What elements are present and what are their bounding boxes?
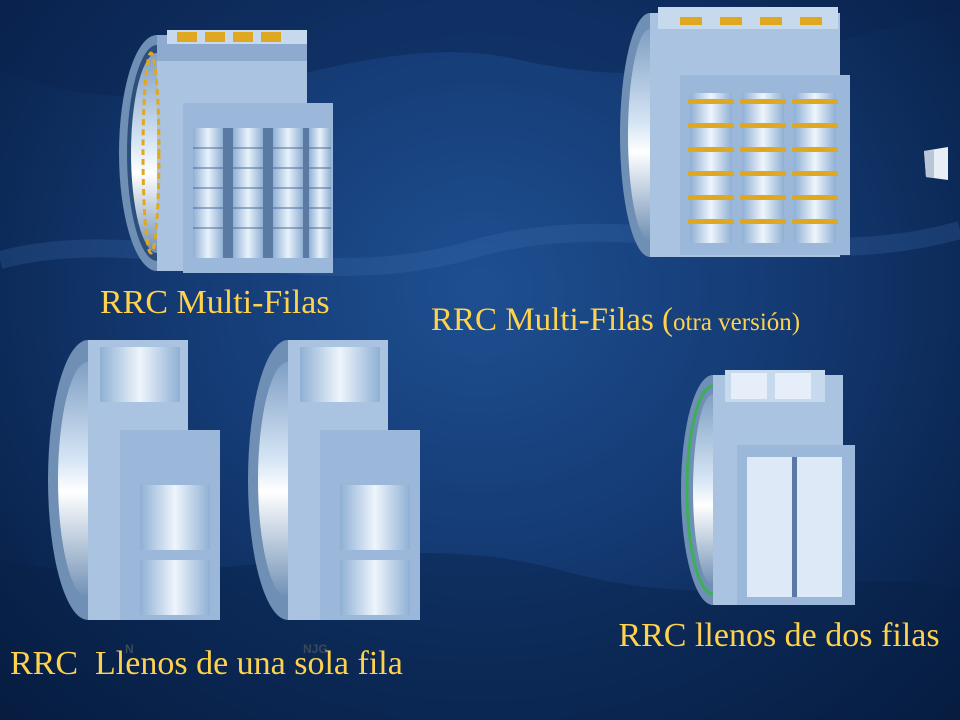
multi-row-bearing-image [119, 30, 333, 273]
multi-row-alt-bearing-image [620, 7, 850, 257]
bearing-tag-njg: NJG [303, 642, 328, 656]
caption-double-row: RRC llenos de dos filas [618, 617, 940, 654]
logo-mark [924, 147, 948, 180]
caption-single-row: RRC Llenos de una sola fila [10, 645, 403, 682]
double-row-bearing-image [681, 370, 855, 605]
caption-multi-row-alt-main: RRC Multi-Filas ( [431, 302, 674, 338]
caption-multi-row: RRC Multi-Filas [100, 284, 330, 321]
caption-multi-row-alt: RRC Multi-Filas (otra versión) [431, 302, 800, 338]
single-row-bearing-image-n [48, 340, 220, 620]
caption-multi-row-alt-small: otra versión) [673, 309, 801, 336]
bearing-tag-n: N [125, 642, 134, 656]
single-row-bearing-image-njg [248, 340, 420, 620]
